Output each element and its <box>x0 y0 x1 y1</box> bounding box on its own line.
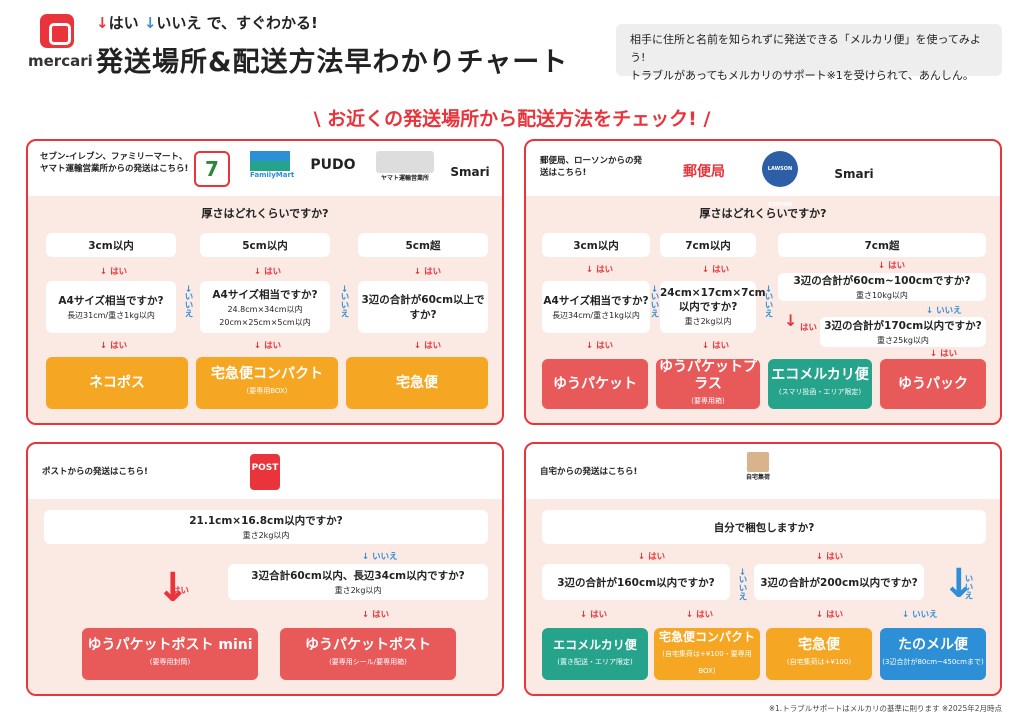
result-takkyubin-compact[interactable]: 宅急便コンパクト(自宅集荷は+¥100・要専用BOX) <box>654 628 760 680</box>
yes-label: ↓ はい <box>930 349 958 359</box>
source-label: 自宅からの発送はこちら! <box>540 467 638 477</box>
yes-label: ↓ はい <box>414 341 442 351</box>
post-box-icon: POST <box>250 454 280 490</box>
yes-arrow: ↓ <box>156 565 190 611</box>
lawson-logo: LAWSON STATION <box>762 151 798 208</box>
question-200cm[interactable]: 3辺の合計が200cm以内ですか? <box>754 564 924 600</box>
yes-label: ↓ はい <box>100 341 128 351</box>
yes-label: ↓ はい <box>638 552 666 562</box>
option-5cm[interactable]: 5cm以内 <box>200 233 330 257</box>
no-label: ↓ いいえ <box>926 306 962 316</box>
question-60cm[interactable]: 3辺の合計が60cm以上ですか? <box>358 281 488 333</box>
logo-text: mercari <box>28 52 93 70</box>
mercari-logo: mercari <box>28 14 93 70</box>
down-arrow-red-icon: ↓ <box>96 14 109 32</box>
home-pickup-icon: 自宅集荷 <box>738 452 778 481</box>
pudo-logo: PUDO <box>310 157 356 173</box>
footnote: ※1.トラブルサポートはメルカリの基準に則ります ※2025年2月時点 <box>768 704 1002 713</box>
no-label: ↓ いいえ <box>362 552 398 562</box>
option-3cm[interactable]: 3cm以内 <box>46 233 176 257</box>
no-label: ↓ いいえ <box>902 610 938 620</box>
no-arrow: ↓ <box>942 561 976 607</box>
result-takkyubin[interactable]: 宅急便 <box>346 357 488 409</box>
panel-post-office: 郵便局、ローソンからの発送はこちら! 郵便局 LAWSON STATION Sm… <box>524 139 1002 425</box>
smari-logo: Smari <box>834 167 874 181</box>
panel-convenience-store: セブン-イレブン、ファミリーマート、ヤマト運輸営業所からの発送はこちら! 7 F… <box>26 139 504 425</box>
yes-label: はい <box>172 586 190 596</box>
question-24x17[interactable]: 24cm×17cm×7cm以内ですか?重さ2kg以内 <box>660 281 766 333</box>
option-7cm-over[interactable]: 7cm超 <box>778 233 986 257</box>
question-thickness: 厚さはどれくらいですか? <box>201 207 329 220</box>
panel-home: 自宅からの発送はこちら! 自宅集荷 自分で梱包しますか? ↓ はい ↓ はい ↓… <box>524 442 1002 696</box>
no-label: →いいえ <box>649 285 659 318</box>
yes-label: ↓ はい <box>580 610 608 620</box>
yes-label: ↓ はい <box>586 341 614 351</box>
result-takkyubin[interactable]: 宅急便(自宅集荷は+¥100) <box>766 628 872 680</box>
question-thickness: 厚さはどれくらいですか? <box>699 207 827 220</box>
result-yu-packet[interactable]: ゆうパケット <box>542 359 648 409</box>
no-label: →いいえ <box>183 285 193 318</box>
option-7cm[interactable]: 7cm以内 <box>660 233 756 257</box>
yes-label: はい <box>800 323 818 333</box>
question-160cm[interactable]: 3辺の合計が160cm以内ですか? <box>542 564 730 600</box>
seven-eleven-logo: 7 <box>194 151 230 187</box>
question-60cm-34cm[interactable]: 3辺合計60cm以内、長辺34cm以内ですか?重さ2kg以内 <box>228 564 488 600</box>
yes-label: ↓ <box>784 311 798 330</box>
yes-label: ↓ はい <box>414 267 442 277</box>
source-label: セブン-イレブン、ファミリーマート、ヤマト運輸営業所からの発送はこちら! <box>40 152 189 174</box>
question-self-pack[interactable]: 自分で梱包しますか? <box>542 510 986 544</box>
familymart-logo: FamilyMart <box>250 151 294 187</box>
result-eco-mercari[interactable]: エコメルカリ便(置き配送・エリア限定) <box>542 628 648 680</box>
result-eco-mercari[interactable]: エコメルカリ便(スマリ投函・エリア限定) <box>768 359 872 409</box>
down-arrow-blue-icon: ↓ <box>143 14 157 32</box>
smari-logo: Smari <box>450 165 490 179</box>
question-a4[interactable]: A4サイズ相当ですか?長辺34cm/重さ1kg以内 <box>542 281 650 333</box>
result-yu-packet-plus[interactable]: ゆうパケットプラス(要専用箱) <box>656 359 760 409</box>
yamato-office-logo: ヤマト運輸営業所 <box>376 151 434 182</box>
yes-label: ↓ はい <box>586 265 614 275</box>
no-label: →いいえ <box>339 285 349 318</box>
question-a4[interactable]: A4サイズ相当ですか?長辺31cm/重さ1kg以内 <box>46 281 176 333</box>
yes-label: ↓ はい <box>816 610 844 620</box>
source-label: ポストからの発送はこちら! <box>42 467 148 477</box>
option-3cm[interactable]: 3cm以内 <box>542 233 650 257</box>
result-tanomeru[interactable]: たのメル便(3辺合計が80cm~450cmまで) <box>880 628 986 680</box>
no-label: いいえ <box>963 574 973 600</box>
result-yu-pack[interactable]: ゆうパック <box>880 359 986 409</box>
result-yu-packet-post[interactable]: ゆうパケットポスト(要専用シール/要専用箱) <box>280 628 456 680</box>
yes-label: ↓ はい <box>702 341 730 351</box>
option-5cm-over[interactable]: 5cm超 <box>358 233 488 257</box>
result-takkyubin-compact[interactable]: 宅急便コンパクト(要専用BOX) <box>196 357 338 409</box>
yes-label: ↓ はい <box>878 261 906 271</box>
no-label: →いいえ <box>763 285 773 318</box>
mercari-logo-mark <box>40 14 74 48</box>
result-nekopos[interactable]: ネコポス <box>46 357 188 409</box>
yes-label: ↓ はい <box>702 265 730 275</box>
question-170cm[interactable]: 3辺の合計が170cm以内ですか?重さ25kg以内 <box>820 317 986 347</box>
yes-label: ↓ はい <box>816 552 844 562</box>
yes-label: ↓ はい <box>362 610 390 620</box>
result-yu-packet-post-mini[interactable]: ゆうパケットポスト mini(要専用封筒) <box>82 628 258 680</box>
source-label: 郵便局、ローソンからの発送はこちら! <box>540 156 643 178</box>
header-subtitle: ↓はい ↓いいえ で、すぐわかる! <box>96 14 318 32</box>
page-title: 発送場所&配送方法早わかりチャート <box>96 47 569 78</box>
yes-label: ↓ はい <box>686 610 714 620</box>
question-21x16[interactable]: 21.1cm×16.8cm以内ですか?重さ2kg以内 <box>44 510 488 544</box>
yes-label: ↓ はい <box>254 341 282 351</box>
post-office-logo: 郵便局 <box>683 164 725 180</box>
question-60-100cm[interactable]: 3辺の合計が60cm~100cmですか?重さ10kg以内 <box>778 273 986 301</box>
info-box: 相手に住所と名前を知られずに発送できる「メルカリ便」を使ってみよう! トラブルが… <box>616 24 1002 82</box>
yes-label: ↓ はい <box>100 267 128 277</box>
panel-post-box: ポストからの発送はこちら! POST 21.1cm×16.8cm以内ですか?重さ… <box>26 442 504 696</box>
section-banner: \ お近くの発送場所から配送方法をチェック! / <box>313 108 711 130</box>
no-label: →いいえ <box>737 568 747 601</box>
yes-label: ↓ はい <box>254 267 282 277</box>
